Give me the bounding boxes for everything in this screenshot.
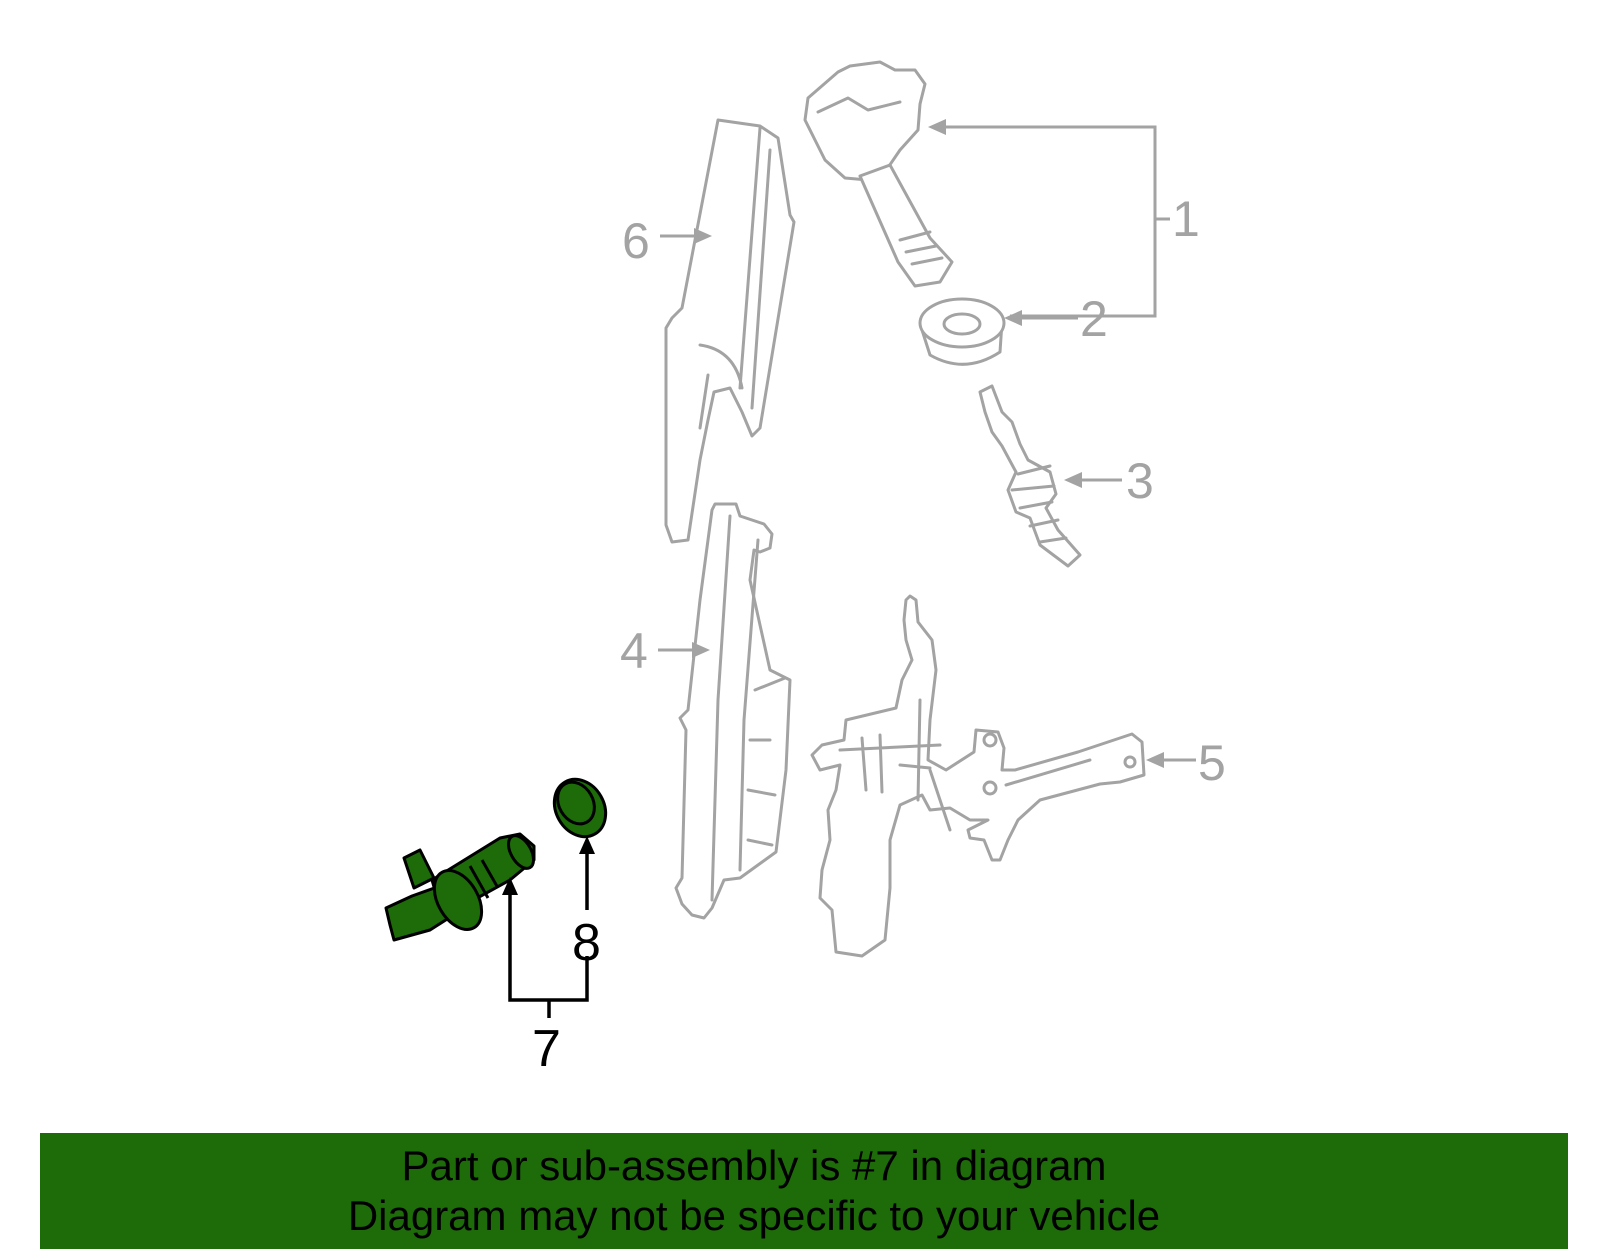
part-4-module (674, 502, 792, 920)
svg-text:8: 8 (572, 914, 601, 972)
part-2-seal (918, 297, 1006, 366)
svg-text:4: 4 (620, 623, 648, 679)
callout-5: 5 (1146, 735, 1226, 791)
svg-text:1: 1 (1172, 191, 1200, 247)
banner-line-1: Part or sub-assembly is #7 in diagram (401, 1142, 1107, 1189)
callout-1: 1 (928, 119, 1200, 318)
part-8-o-ring (552, 777, 608, 839)
svg-text:6: 6 (622, 213, 650, 269)
info-banner: Part or sub-assembly is #7 in diagram Di… (40, 1133, 1568, 1249)
svg-text:7: 7 (532, 1020, 561, 1078)
callout-2: 2 (1004, 291, 1108, 347)
part-3-spark-plug (978, 384, 1082, 568)
callout-7: 7 (502, 877, 589, 1078)
callout-4: 4 (620, 623, 710, 679)
part-1-ignition-coil (803, 60, 954, 288)
svg-text:2: 2 (1080, 291, 1108, 347)
part-5-bracket (810, 594, 1146, 958)
callout-6: 6 (622, 213, 712, 269)
svg-text:5: 5 (1198, 735, 1226, 791)
callout-3: 3 (1064, 453, 1154, 509)
svg-text:3: 3 (1126, 453, 1154, 509)
callout-8: 8 (572, 836, 601, 972)
part-6-cover (664, 118, 796, 544)
banner-line-2: Diagram may not be specific to your vehi… (347, 1192, 1161, 1239)
part-7-sensor (384, 832, 536, 942)
